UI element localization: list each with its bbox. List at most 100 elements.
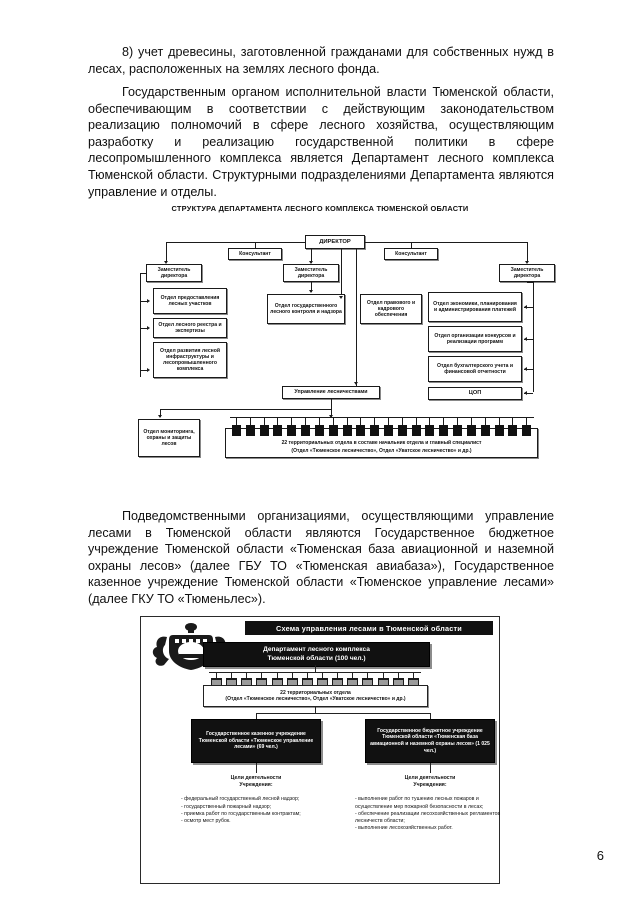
org-spine-left-top: [140, 273, 146, 274]
scheme-tooth: [211, 678, 222, 687]
scheme-tooth-inner: [393, 679, 403, 686]
org-connector-top-bus: [166, 242, 305, 243]
org-tooth: [232, 425, 241, 436]
org-tooth: [342, 425, 352, 436]
org-tooth: [273, 425, 283, 436]
org-connector-mgmt-out: [331, 399, 332, 409]
scheme-tooth-inner: [227, 679, 237, 686]
org-tooth-stem: [470, 417, 472, 425]
org-tooth-stem: [318, 417, 320, 425]
scheme-tooth-inner: [378, 679, 388, 686]
org-tooth: [356, 425, 366, 436]
scheme-tooth-stem: [382, 672, 384, 679]
org-tooth-stem: [429, 417, 431, 425]
scheme-tooth-inner: [242, 679, 252, 686]
org-box-monitoring: Отдел мониторинга, охраны и защиты лесов: [138, 419, 200, 457]
org-connector-col2-drop: [311, 282, 312, 292]
paragraph-3: Подведомственными организациями, осущест…: [88, 508, 554, 608]
org-box-forestry-management: Управление лесничествами: [282, 386, 380, 399]
org-box-col2-0: Отдел государственного лесного контроля …: [267, 294, 345, 324]
org-tooth: [466, 425, 476, 436]
org-arrow-deputy1: [164, 261, 168, 264]
list-item: - федеральный государственный лесной над…: [181, 796, 300, 803]
scheme-tooth-stem: [337, 672, 339, 679]
scheme-banner: Схема управления лесами в Тюменской обла…: [245, 621, 493, 635]
org-tooth-stem: [346, 417, 348, 425]
scheme-tooth: [256, 678, 268, 687]
scheme-goals-right: Цели деятельности Учреждения: - выполнен…: [355, 775, 505, 832]
scheme-tooth-stem: [261, 672, 263, 679]
org-arrow-deputy2: [309, 261, 313, 264]
org-tooth-stem: [484, 417, 486, 425]
org-tooth-stem: [512, 417, 514, 425]
scheme-tooth: [271, 678, 283, 687]
org-box-consultant-right: Консультант: [384, 248, 438, 260]
org-connector-deputy1-drop: [166, 242, 167, 262]
org-arrow-strip: [329, 415, 333, 418]
scheme-territorial-box: 22 территориальных отдела (Отдел «Тюменс…: [203, 685, 428, 707]
paragraph-2-text: Государственным органом исполнительной в…: [88, 85, 554, 199]
org-tooth: [384, 425, 393, 436]
org-spine-right-top: [527, 282, 533, 283]
org-box-col1-1: Отдел лесного реестра и экспертизы: [153, 318, 227, 338]
scheme-goals-left-drop: [256, 763, 257, 773]
scheme-tooth-stem: [246, 672, 248, 679]
org-tooth-stem: [457, 417, 459, 425]
scheme-tooth: [392, 678, 404, 687]
scheme-department-box: Департамент лесного комплекса Тюменской …: [203, 642, 430, 667]
scheme-tooth-stem: [322, 672, 323, 679]
scheme-tooth-inner: [333, 679, 343, 686]
org-connector-consultant-left: [255, 242, 256, 248]
scheme-territorial-line1: 22 территориальных отдела: [280, 689, 351, 696]
scheme-tooth: [301, 678, 313, 687]
scheme-tooth-stem: [352, 672, 354, 679]
scheme-tooth-inner: [302, 679, 312, 686]
org-tooth: [287, 425, 297, 436]
org-tooth: [397, 425, 407, 436]
scheme-tooth-stem: [412, 672, 414, 679]
scheme-goals-left-head: Цели деятельности Учреждения:: [230, 775, 282, 789]
list-item: - выполнение лесохозяйственных работ.: [355, 825, 453, 832]
paragraph-2: Государственным органом исполнительной в…: [88, 84, 554, 200]
scheme-tooth: [241, 678, 253, 687]
scheme-territorial-line2: (Отдел «Тюменское лесничество», Отдел «У…: [225, 696, 406, 702]
scheme-tooth-inner: [287, 679, 297, 686]
org-connector-mgmt-bus: [160, 409, 331, 410]
org-connector-mgmt-drop: [356, 249, 357, 386]
org-chart-title: СТРУКТУРА ДЕПАРТАМЕНТА ЛЕСНОГО КОМПЛЕКСА…: [171, 204, 469, 213]
scheme-department-line1: Департамент лесного комплекса: [263, 646, 370, 654]
org-arrow-col2-0: [309, 290, 313, 293]
org-box-deputy-3: Заместитель директора: [499, 264, 555, 282]
org-connector-deputy3-drop: [527, 242, 528, 262]
scheme-dept-drop: [315, 665, 316, 672]
org-tooth-stem: [291, 417, 293, 425]
paragraph-1: 8) учет древесины, заготовленной граждан…: [88, 44, 554, 77]
scheme-tooth: [286, 678, 298, 687]
org-connector-top-bus-right: [365, 242, 527, 243]
org-tooth: [494, 425, 504, 436]
scheme-institution-right: Государственное бюджетное учреждение Тюм…: [365, 719, 495, 763]
org-tooth-stem: [263, 417, 265, 425]
org-arrow-col3-0: [339, 296, 343, 299]
scheme-tooth-stem: [231, 672, 233, 679]
scheme-tooth-stem: [291, 672, 293, 679]
org-tooth-stem: [401, 417, 403, 425]
scheme-goals-right-list: - выполнение работ по тушению лесных пож…: [355, 796, 505, 832]
org-territorial-line1: 22 территориальных отдела в составе нача…: [281, 439, 482, 446]
scheme-tooth: [347, 678, 359, 687]
list-item: - приемка работ по государственным контр…: [181, 810, 301, 817]
scheme-tooth-inner: [348, 679, 358, 686]
org-tooth-stem: [415, 417, 417, 425]
scheme-goals-left-list: - федеральный государственный лесной над…: [181, 796, 331, 825]
scheme-tooth-stem: [216, 672, 217, 679]
org-tooth-stem: [277, 417, 279, 425]
org-tooth: [245, 425, 255, 436]
scheme-goals-right-drop: [430, 763, 431, 773]
scheme-inst-bus: [256, 713, 430, 714]
scheme-tooth: [377, 678, 389, 687]
org-lead-col4-0: [524, 307, 533, 308]
scheme-tooth-inner: [363, 679, 373, 686]
scheme-tooth-stem: [276, 672, 278, 679]
org-arrow-forestry-management: [354, 382, 358, 385]
org-box-col4-1: Отдел организации конкурсов и реализации…: [428, 326, 522, 352]
